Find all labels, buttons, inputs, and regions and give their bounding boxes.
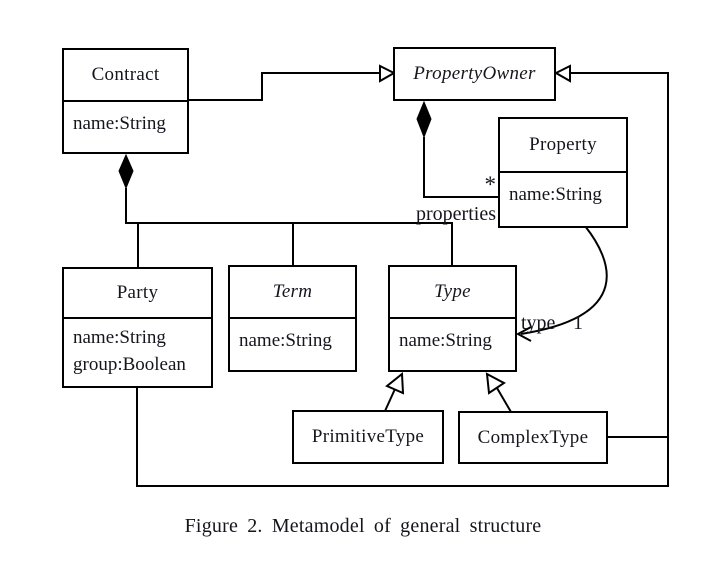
class-propertyowner-name: PropertyOwner bbox=[413, 63, 536, 84]
class-term-attributes: name:String bbox=[230, 317, 355, 370]
edge-generalization-contract-propertyowner bbox=[188, 64, 397, 101]
class-type: Type name:String bbox=[388, 265, 517, 372]
attribute: name:String bbox=[399, 330, 492, 351]
class-complextype-name: ComplexType bbox=[477, 426, 589, 448]
edge-association-property-type bbox=[515, 225, 608, 342]
edge-composition-propertyowner-property bbox=[416, 100, 500, 198]
label-properties-multiplicity: * bbox=[485, 172, 497, 197]
edge-generalization-complextype-type bbox=[485, 372, 512, 413]
class-term: Term name:String bbox=[228, 265, 357, 372]
label-type-role: type bbox=[521, 312, 556, 334]
class-contract-name: Contract bbox=[91, 64, 160, 85]
edge-generalization-primitivetype-type bbox=[384, 372, 405, 412]
attribute: name:String bbox=[73, 113, 166, 134]
class-propertyowner: PropertyOwner bbox=[393, 47, 556, 101]
class-type-attributes: name:String bbox=[390, 317, 515, 370]
edge-composition-contract-parts bbox=[118, 153, 453, 270]
figure-caption: Figure 2. Metamodel of general structure bbox=[184, 515, 542, 537]
label-type-multiplicity: 1 bbox=[573, 312, 583, 334]
class-party-attributes: name:String group:Boolean bbox=[64, 317, 211, 386]
class-complextype: ComplexType bbox=[458, 411, 608, 464]
attribute: name:String bbox=[239, 330, 332, 351]
class-property-name: Property bbox=[529, 134, 597, 155]
class-type-name: Type bbox=[434, 281, 471, 302]
attribute: name:String bbox=[509, 184, 602, 205]
attribute: name:String bbox=[73, 327, 166, 348]
class-contract-attributes: name:String bbox=[64, 100, 187, 152]
attribute: group:Boolean bbox=[73, 354, 186, 375]
edge-generalization-party-complextype-propertyowner bbox=[136, 64, 669, 487]
class-contract: Contract name:String bbox=[62, 48, 189, 154]
label-properties-role: properties bbox=[416, 203, 496, 225]
class-party-name: Party bbox=[116, 282, 159, 303]
class-property-attributes: name:String bbox=[500, 171, 626, 226]
class-property: Property name:String bbox=[498, 117, 628, 228]
class-term-name: Term bbox=[272, 281, 313, 302]
class-party: Party name:String group:Boolean bbox=[62, 267, 213, 388]
class-primitivetype-name: PrimitiveType bbox=[311, 426, 425, 447]
class-primitivetype: PrimitiveType bbox=[292, 410, 444, 464]
